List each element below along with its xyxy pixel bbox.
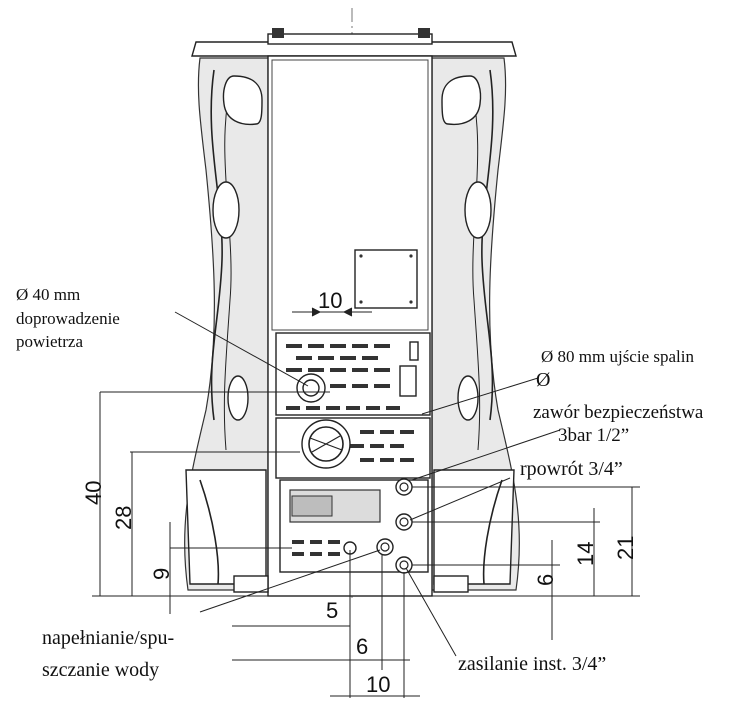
top-lid: [191, 28, 517, 57]
dim-9: 9: [149, 568, 174, 580]
right-side-panel: [431, 57, 520, 591]
electrical-socket: [399, 365, 417, 397]
dim-40: 40: [81, 481, 106, 505]
supply-label: zasilanie inst. 3/4”: [458, 653, 606, 675]
connectors: [296, 341, 419, 574]
flue-outlet-label: Ø 80 mm ujście spalin: [541, 347, 694, 366]
filling-label-line1: napełnianie/spu-: [42, 627, 174, 649]
dim-bottom-5: 5: [326, 598, 338, 623]
air-inlet-label: Ø 40 mm: [16, 285, 80, 304]
dim-21: 21: [613, 536, 638, 560]
dim-14: 14: [573, 542, 598, 566]
vent-slots: [286, 344, 414, 556]
return-port: [395, 513, 413, 531]
dim-bottom-10: 10: [366, 672, 390, 697]
safety-valve-label-line1: zawór bezpieczeństwa: [533, 402, 704, 423]
central-body: [233, 55, 469, 597]
return-label: rpowrót 3/4”: [520, 458, 623, 480]
dim-28: 28: [111, 506, 136, 530]
leader-lines: [174, 311, 561, 657]
air-inlet-port: [296, 373, 326, 403]
dim-6-right: 6: [533, 574, 558, 586]
dimension-lines: [92, 307, 640, 698]
dim-bottom-6: 6: [356, 634, 368, 659]
safety-valve-port: [395, 478, 413, 496]
dim-top-10: 10: [318, 288, 342, 313]
filling-label-line2: szczanie wody: [42, 659, 159, 681]
safety-valve-label-line2: 3bar 1/2”: [558, 425, 629, 446]
air-inlet-label-line1: doprowadzenie: [16, 309, 120, 328]
left-side-panel: [184, 57, 269, 591]
air-inlet-label-line2: powietrza: [16, 332, 83, 351]
supply-port: [395, 556, 413, 574]
fill-drain-port: [376, 538, 394, 556]
flue-symbol: Ø: [536, 369, 550, 391]
